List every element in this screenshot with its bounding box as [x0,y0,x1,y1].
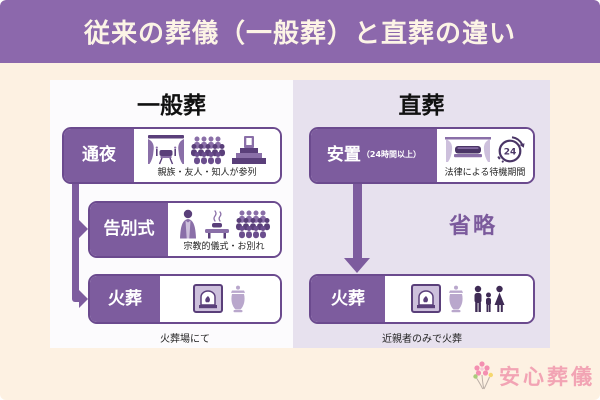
flow-line-left [72,184,79,302]
tiered-altar-icon [232,136,266,165]
step-farewell-label: 告別式 [90,203,168,256]
step-farewell-caption: 宗教的儀式・お別れ [183,242,265,253]
title-banner: 従来の葬儀（一般葬）と直葬の違い [0,0,600,63]
relatives-only-caption: 近親者のみで火葬 [382,334,462,345]
step-cremation-right-label: 火葬 [311,276,385,322]
direct-cremation-panel: 直葬 安置（24時間以上） 2 [293,80,550,348]
step-cremation-right-content [385,276,533,322]
step-wake: 通夜 [62,127,282,184]
step-wake-content: 親族・友人・知人が参列 [134,129,280,182]
step-cremation-left-content [160,276,280,322]
curtained-altar-icon [148,135,184,165]
step-resting-icons: 24 [445,131,525,169]
step-cremation-left-icons [192,278,248,319]
arrowhead-to-cremation-icon [79,290,88,308]
step-farewell-icons [177,205,271,243]
general-funeral-title: 一般葬 [137,93,206,119]
step-resting-label-main: 安置 [326,145,361,166]
cremation-furnace-icon [411,283,441,313]
arrowhead-down-icon [344,258,370,273]
step-resting: 安置（24時間以上） 24 [309,127,535,184]
mourners-crowd-icon [191,136,225,164]
general-funeral-panel: 一般葬 通夜 [50,80,293,348]
step-resting-caption: 法律による待機期間 [444,168,526,179]
family-icon [474,285,505,312]
arrowhead-to-farewell-icon [79,220,88,238]
direct-cremation-title: 直葬 [398,93,445,119]
step-cremation-right: 火葬 [309,274,535,324]
step-wake-caption: 親族・友人・知人が参列 [157,168,257,179]
casket-resting-icon [445,137,491,163]
clock-24h-icon: 24 [497,136,525,163]
flow-line-right [353,184,362,258]
priest-icon [180,209,196,239]
step-cremation-right-icons [411,278,507,319]
flower-icon [473,361,493,390]
incense-burner-icon [205,209,229,239]
step-farewell-content: 宗教的儀式・お別れ [168,203,280,256]
step-farewell-ceremony: 告別式 [88,201,282,258]
mourners-crowd-icon [236,210,270,238]
step-resting-content: 24 法律による待機期間 [437,129,533,182]
clock-24-label: 24 [504,148,517,158]
step-resting-label-note: （24時間以上） [361,150,422,160]
skipped-steps-label: 省略 [448,214,497,239]
step-wake-icons [147,131,267,169]
step-cremation-left: 火葬 [88,274,282,324]
brand-logo-text: 安心葬儀 [499,364,595,389]
page-title: 従来の葬儀（一般葬）と直葬の違い [83,19,516,49]
step-resting-label: 安置（24時間以上） [311,129,437,182]
cremation-furnace-icon [192,283,223,313]
crematorium-caption: 火葬場にて [160,334,210,345]
step-wake-label: 通夜 [64,129,134,182]
urn-icon [230,285,245,312]
step-cremation-left-label: 火葬 [90,276,160,322]
brand-logo: 安心葬儀 [445,357,595,397]
urn-icon [449,285,463,312]
